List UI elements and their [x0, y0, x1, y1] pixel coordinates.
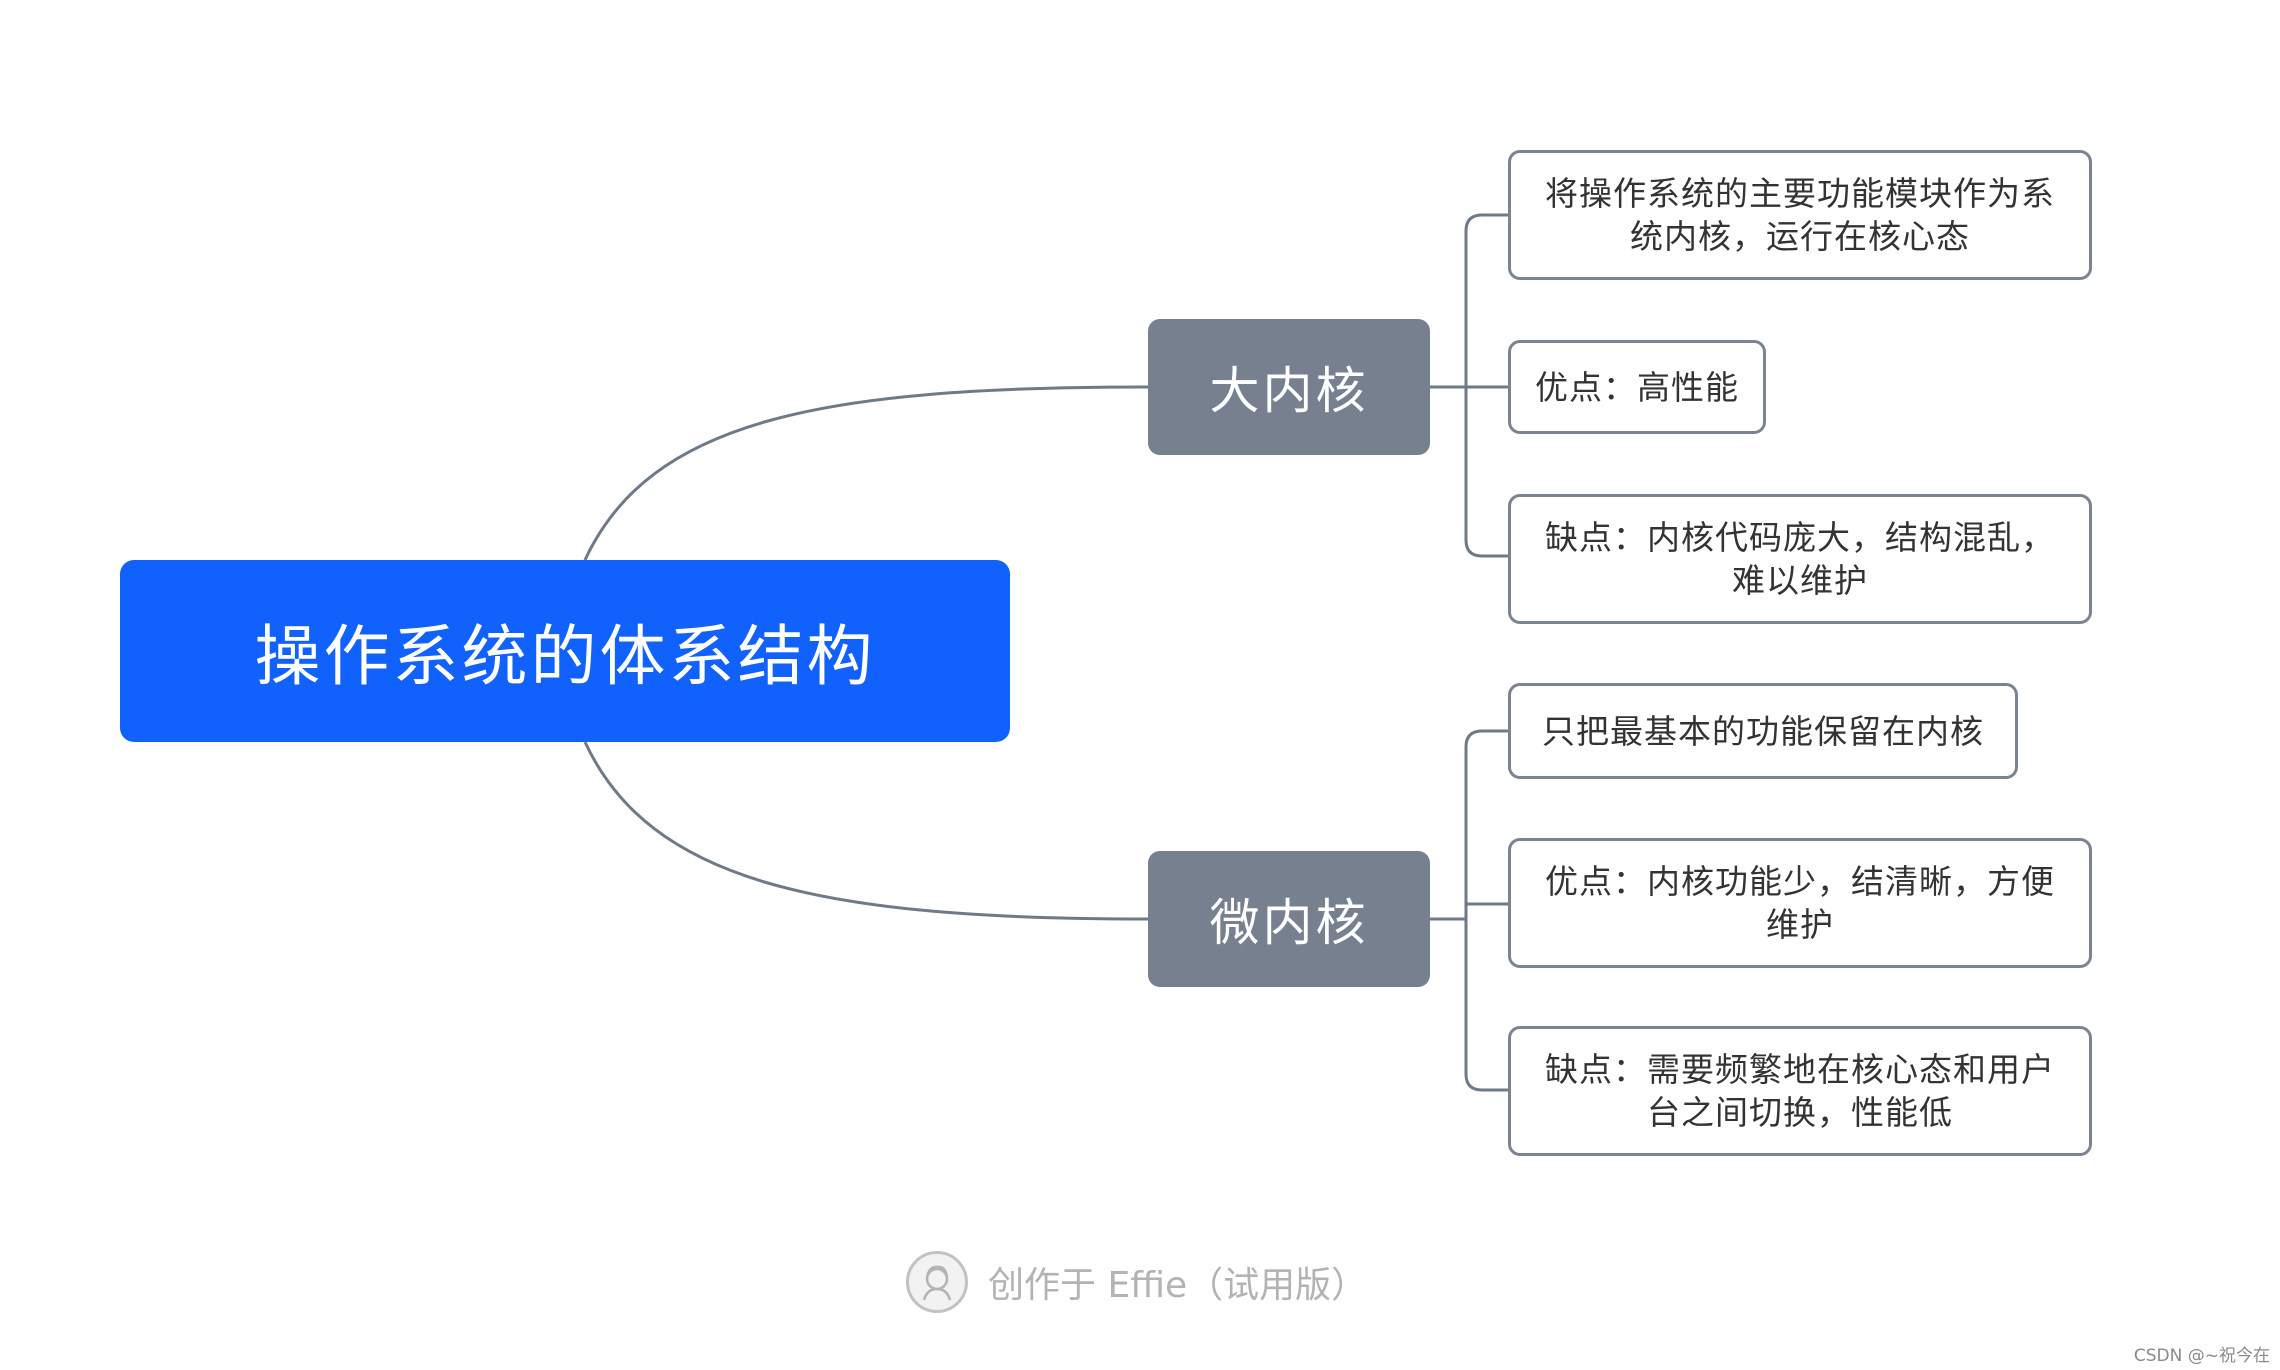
leaf-line: 难以维护 [1732, 561, 1868, 600]
leaf-line: 台之间切换，性能低 [1647, 1093, 1953, 1132]
leaf-monolithic-disadvantage[interactable]: 缺点：内核代码庞大，结构混乱， 难以维护 [1508, 494, 2092, 624]
leaf-text: 将操作系统的主要功能模块作为系 统内核，运行在核心态 [1545, 172, 2055, 258]
leaf-text: 优点：内核功能少，结清晰，方便 维护 [1545, 860, 2055, 946]
leaf-line: 维护 [1766, 905, 1834, 944]
branch-label: 微内核 [1209, 894, 1369, 952]
leaf-text: 只把最基本的功能保留在内核 [1542, 710, 1984, 753]
root-topic[interactable]: 操作系统的体系结构 [120, 560, 1010, 742]
leaf-line: 将操作系统的主要功能模块作为系 [1545, 174, 2055, 213]
watermark: CSDN @~祝今在 [2133, 1346, 2270, 1366]
leaf-microkernel-disadvantage[interactable]: 缺点：需要频繁地在核心态和用户 台之间切换，性能低 [1508, 1026, 2092, 1156]
leaf-text: 缺点：需要频繁地在核心态和用户 台之间切换，性能低 [1545, 1048, 2055, 1134]
connector-root-to-branch-1 [583, 385, 1149, 561]
leaf-monolithic-advantage[interactable]: 优点：高性能 [1508, 340, 1766, 434]
root-topic-label: 操作系统的体系结构 [254, 618, 876, 695]
leaf-monolithic-definition[interactable]: 将操作系统的主要功能模块作为系 统内核，运行在核心态 [1508, 150, 2092, 280]
leaf-line: 优点：内核功能少，结清晰，方便 [1545, 862, 2055, 901]
connector-branch-2-to-items [1430, 729, 1508, 1092]
connector-branch-1-to-items [1430, 213, 1508, 558]
footer-credit: 创作于 Effie（试用版） [906, 1248, 1367, 1316]
leaf-text: 优点：高性能 [1535, 366, 1739, 409]
leaf-line: 只把最基本的功能保留在内核 [1542, 711, 1984, 751]
leaf-line: 缺点：需要频繁地在核心态和用户 [1545, 1050, 2055, 1089]
leaf-line: 缺点：内核代码庞大，结构混乱， [1545, 518, 2055, 557]
connector-root-to-branch-2 [583, 741, 1149, 921]
branch-monolithic-kernel[interactable]: 大内核 [1148, 319, 1430, 455]
leaf-microkernel-definition[interactable]: 只把最基本的功能保留在内核 [1508, 683, 2018, 779]
leaf-text: 缺点：内核代码庞大，结构混乱， 难以维护 [1545, 516, 2055, 602]
branch-microkernel[interactable]: 微内核 [1148, 851, 1430, 987]
branch-label: 大内核 [1209, 362, 1369, 420]
leaf-line: 统内核，运行在核心态 [1630, 217, 1970, 256]
leaf-line: 优点：高性能 [1535, 367, 1739, 407]
avatar-icon [906, 1251, 968, 1313]
leaf-microkernel-advantage[interactable]: 优点：内核功能少，结清晰，方便 维护 [1508, 838, 2092, 968]
footer-credit-text: 创作于 Effie（试用版） [988, 1265, 1368, 1306]
